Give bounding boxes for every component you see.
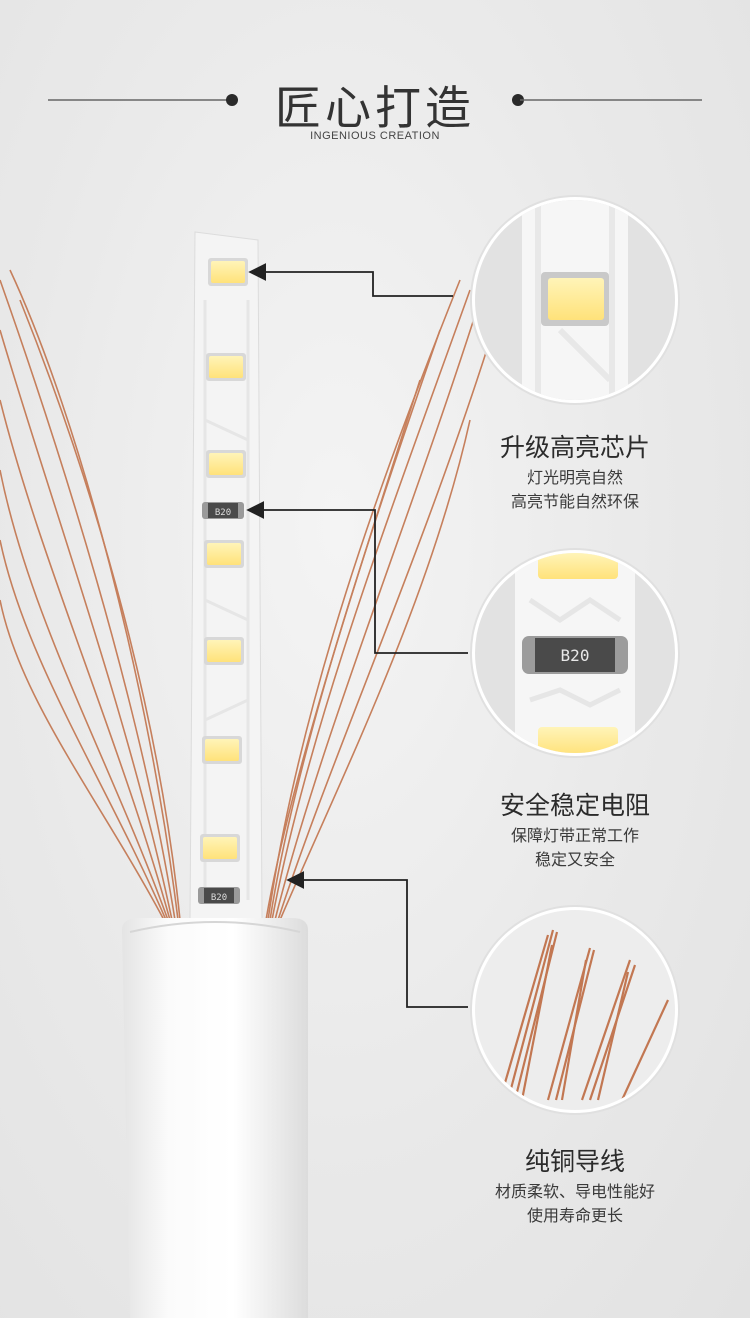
feature-title-wire: 纯铜导线 [524, 1147, 625, 1176]
led-chip [206, 450, 246, 478]
magnified-resistor-label: B20 [561, 646, 590, 665]
feature-title-resistor: 安全稳定电阻 [499, 791, 650, 820]
feature-desc-chip-line1: 灯光明亮自然 [526, 468, 623, 487]
feature-desc-chip-line2: 高亮节能自然环保 [510, 492, 639, 511]
led-chip [202, 736, 242, 764]
resistor-label: B20 [211, 893, 227, 903]
led-chip [200, 834, 240, 862]
copper-wires-left [0, 269, 181, 921]
feature-desc-resistor-line1: 保障灯带正常工作 [510, 826, 639, 845]
callout-arrow-resistor [246, 501, 468, 654]
resistor: B20 [198, 887, 240, 904]
magnifier-resistor: B20 [470, 548, 680, 758]
page-subtitle: INGENIOUS CREATION [310, 130, 440, 142]
page-title: 匠心打造 [275, 81, 475, 135]
led-strip: B20 B20 [189, 231, 263, 921]
header-divider-right [512, 94, 702, 106]
resistor-label: B20 [215, 508, 231, 518]
silicone-tube [122, 918, 308, 1318]
feature-desc-wire-line2: 使用寿命更长 [526, 1206, 623, 1225]
led-chip [208, 258, 248, 286]
callout-arrow-chip [248, 263, 453, 297]
led-chip [204, 540, 244, 568]
callout-arrow-wire [286, 871, 468, 1008]
led-chip [206, 353, 246, 381]
feature-desc-wire-line1: 材质柔软、导电性能好 [494, 1182, 655, 1201]
feature-title-chip: 升级高亮芯片 [499, 433, 650, 462]
magnifier-chip [470, 195, 680, 405]
feature-desc-resistor-line2: 稳定又安全 [534, 850, 615, 869]
resistor: B20 [202, 502, 244, 519]
magnifier-copper-wire [470, 905, 680, 1115]
led-chip [204, 637, 244, 665]
header-divider-left [48, 94, 238, 106]
